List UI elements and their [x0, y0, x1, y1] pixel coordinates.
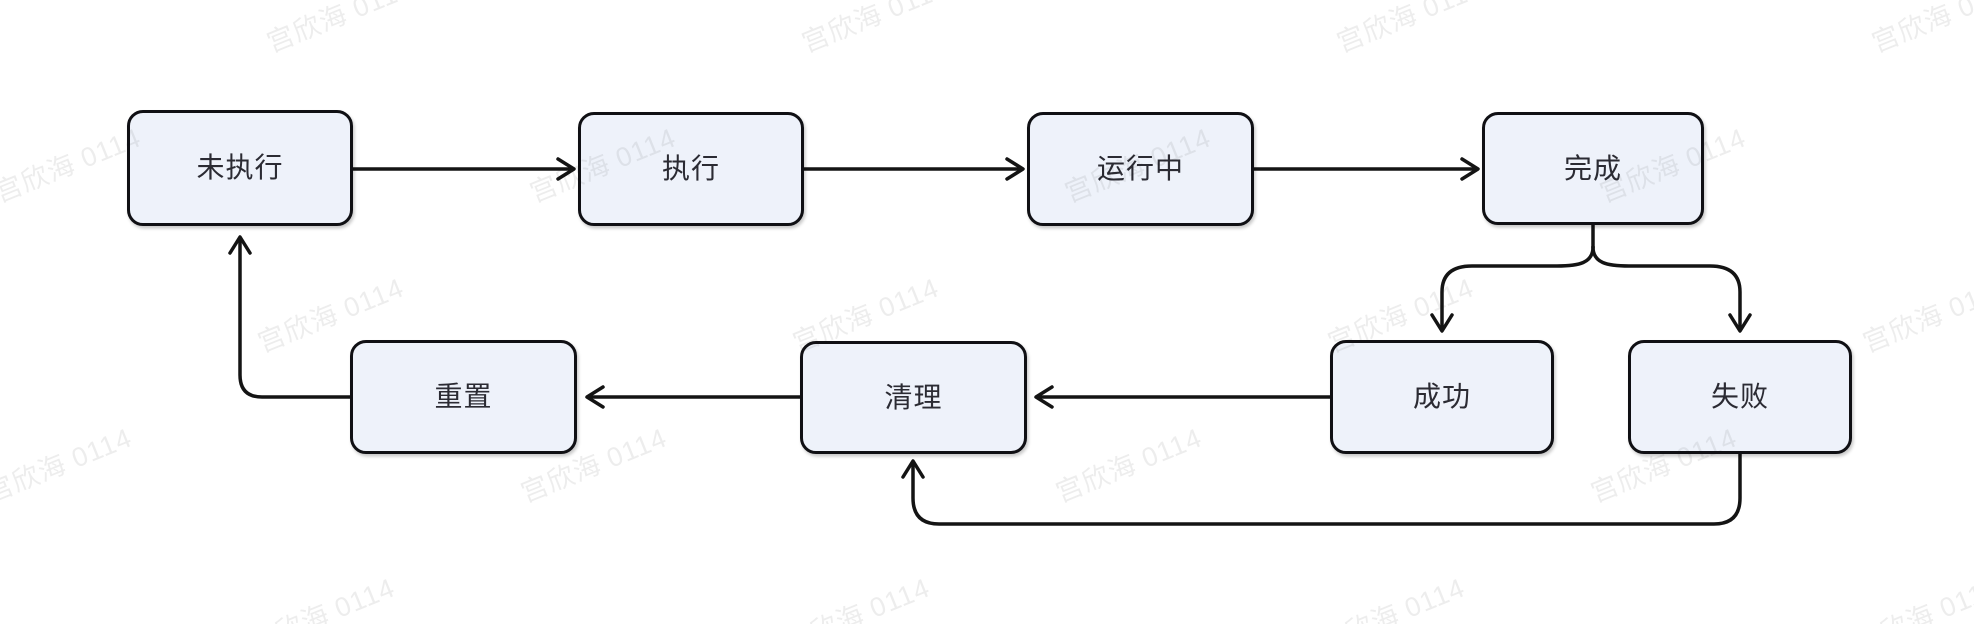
node-reset: 重置: [350, 340, 577, 454]
node-execute-label: 执行: [661, 153, 720, 184]
node-execute: 执行: [578, 112, 804, 226]
node-cleanup-label: 清理: [884, 381, 943, 413]
node-not-executed: 未执行: [127, 110, 353, 226]
edge-reset-to-not-executed: [228, 235, 352, 399]
edge-complete-to-success: [1430, 245, 1595, 333]
edge-failure-to-cleanup: [901, 452, 1742, 526]
node-success: 成功: [1330, 340, 1554, 454]
node-reset-label: 重置: [434, 381, 493, 412]
node-complete: 完成: [1482, 112, 1704, 225]
edge-complete-to-failure: [1591, 245, 1752, 333]
node-not-executed-label: 未执行: [196, 152, 284, 183]
node-running-label: 运行中: [1096, 153, 1184, 184]
node-cleanup: 清理: [800, 341, 1027, 454]
node-failure: 失败: [1628, 340, 1852, 454]
node-running: 运行中: [1027, 112, 1254, 226]
node-failure-label: 失败: [1710, 381, 1769, 412]
node-complete-label: 完成: [1563, 152, 1622, 184]
node-success-label: 成功: [1412, 381, 1471, 412]
